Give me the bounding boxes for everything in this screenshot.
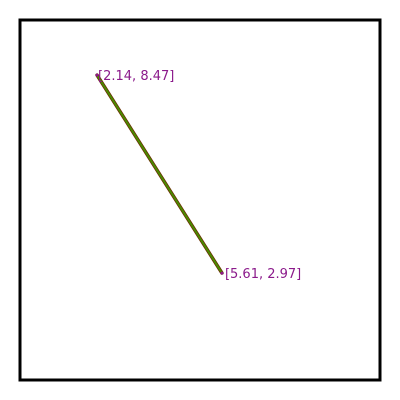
segment-line	[96, 74, 223, 275]
start-point-marker	[95, 73, 99, 77]
diagram-frame	[18, 18, 382, 382]
start-point-label: [2.14, 8.47]	[98, 69, 174, 84]
line-segment	[95, 73, 224, 275]
end-point-marker	[220, 271, 224, 275]
end-point-label: [5.61, 2.97]	[225, 267, 301, 282]
